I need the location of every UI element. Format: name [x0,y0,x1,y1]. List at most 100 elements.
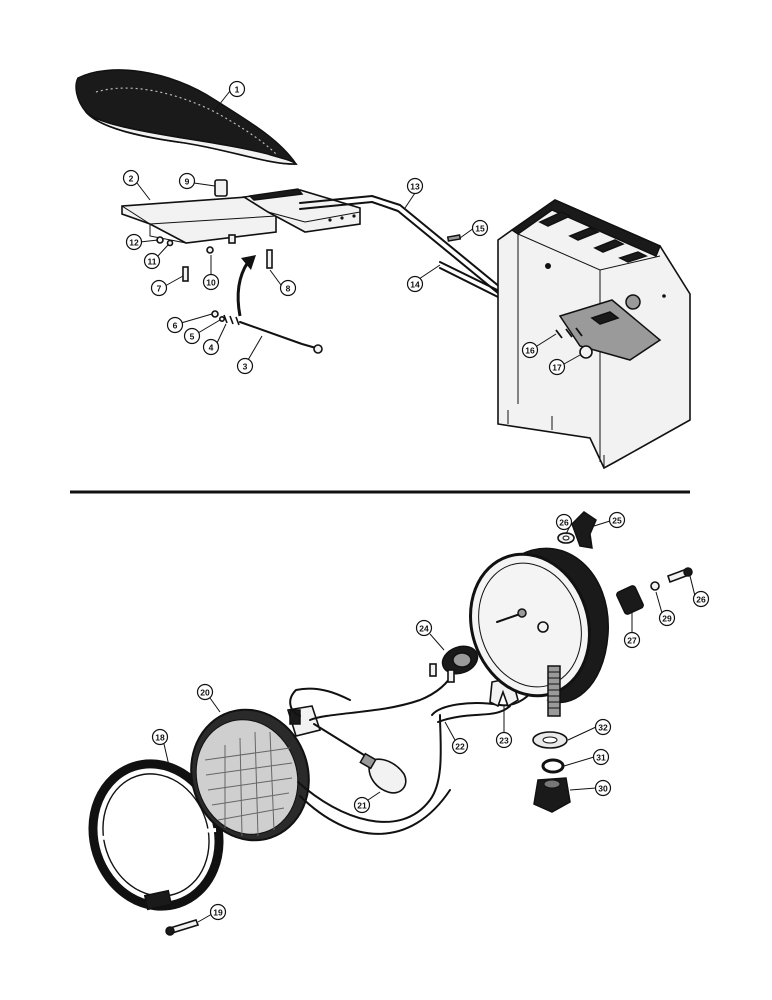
callout-circle [122,169,140,187]
callout-number: 22 [455,742,465,752]
callout-13: 13 [406,177,424,195]
callout-circle [125,233,143,251]
callout-number: 27 [627,636,637,646]
callout-circle [202,338,220,356]
terminal-connector [616,567,693,615]
callout-number: 1 [235,85,240,95]
callout-number: 11 [148,257,157,267]
callout-number: 9 [185,177,190,187]
callout-21: 21 [353,796,371,814]
callout-14: 14 [406,275,424,293]
callout-number: 26 [696,595,706,605]
callout-circle [451,737,469,755]
callout-4: 4 [202,338,220,356]
seat-mounting-bracket [497,199,691,470]
callout-circle [495,731,513,749]
callout-circle [150,279,168,297]
callout-circle [608,511,626,529]
callout-number: 17 [552,363,562,373]
callout-circle [548,358,566,376]
callout-leaders [136,90,696,923]
callout-circle [623,631,641,649]
callout-number: 7 [157,284,162,294]
callout-number: 2 [129,174,134,184]
callout-number: 20 [200,688,210,698]
callout-circle [471,219,489,237]
lamp-housing [469,547,609,717]
callout-8: 8 [279,279,297,297]
callout-31: 31 [592,748,610,766]
seat-frame [121,179,277,244]
callout-26b: 26 [692,590,710,608]
callout-circle [592,748,610,766]
callout-number: 5 [190,332,195,342]
callout-12: 12 [125,233,143,251]
callout-number: 16 [525,346,535,356]
callout-number: 30 [598,784,608,794]
callout-27: 27 [623,631,641,649]
callout-circle [406,177,424,195]
callout-circle [183,327,201,345]
callout-number: 23 [499,736,509,746]
callout-19: 19 [209,903,227,921]
callout-5: 5 [183,327,201,345]
callout-circle [178,172,196,190]
callout-17: 17 [548,358,566,376]
callout-circle [555,513,573,531]
callout-number: 6 [173,321,178,331]
callout-circle [594,779,612,797]
callout-number: 4 [209,343,214,353]
callout-circle [594,718,612,736]
callout-circle [415,619,433,637]
frame-hardware [156,234,462,282]
callout-20: 20 [196,683,214,701]
callout-circle [151,728,169,746]
callout-6: 6 [166,316,184,334]
callout-circle [406,275,424,293]
callout-10: 10 [202,273,220,291]
callout-number: 13 [410,182,420,192]
lamp-switch [429,645,479,683]
callout-3: 3 [236,357,254,375]
seat-cushion [75,69,298,165]
callout-number: 8 [286,284,291,294]
callout-25: 25 [608,511,626,529]
callout-circle [279,279,297,297]
lamp-socket-bulb [286,705,407,794]
callout-circle [196,683,214,701]
callout-number: 26 [559,518,569,528]
callout-circle [236,357,254,375]
callout-22: 22 [451,737,469,755]
callout-number: 10 [206,278,216,288]
callout-number: 21 [357,801,367,811]
callout-number: 12 [129,238,139,248]
callout-29: 29 [658,609,676,627]
assembly-arrow [236,255,256,317]
callout-circle [209,903,227,921]
callout-number: 19 [213,908,223,918]
callout-30: 30 [594,779,612,797]
callout-32: 32 [594,718,612,736]
callout-9: 9 [178,172,196,190]
callout-circle [658,609,676,627]
callout-11: 11 [143,252,161,270]
callout-18: 18 [151,728,169,746]
callout-number: 3 [243,362,248,372]
callout-circle [228,80,246,98]
callout-number: 18 [155,733,165,743]
callout-number: 25 [612,516,622,526]
callout-number: 32 [598,723,608,733]
sealed-beam-lens [190,708,310,842]
callout-circle [166,316,184,334]
callout-number: 24 [419,624,429,634]
callout-15: 15 [471,219,489,237]
callout-23: 23 [495,731,513,749]
callout-circle [353,796,371,814]
callout-circle [143,252,161,270]
ring-screw [165,919,200,936]
mount-hardware [532,731,571,813]
callout-2: 2 [122,169,140,187]
callout-26: 26 [555,513,573,531]
